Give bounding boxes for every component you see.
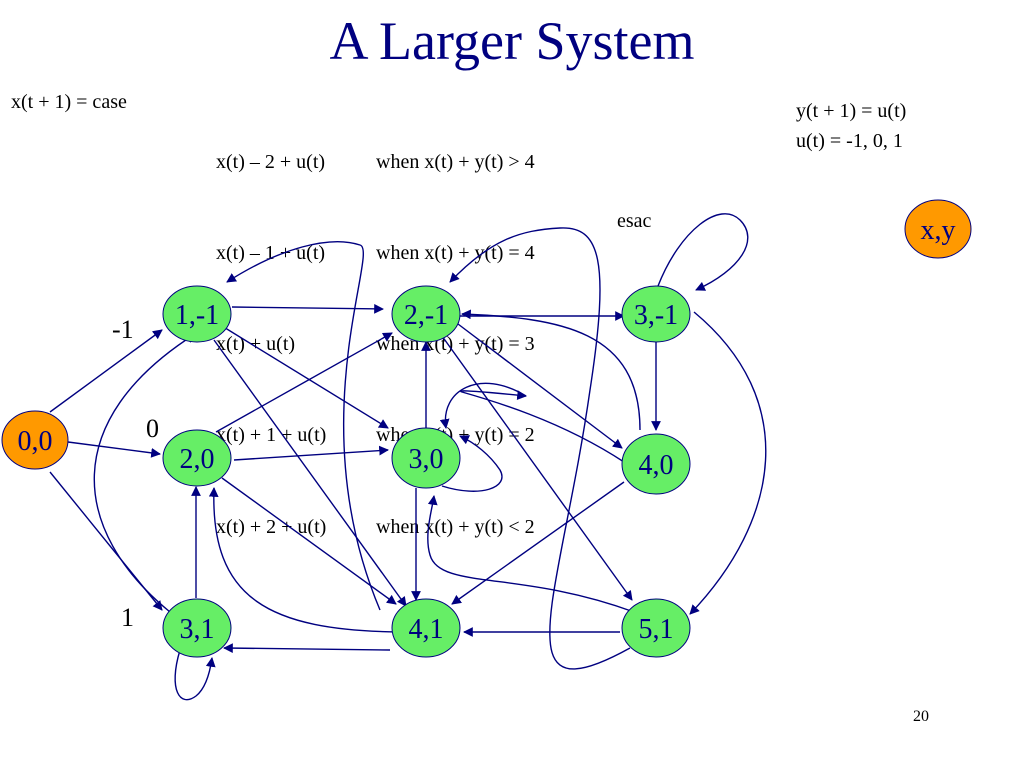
legend-node-label: x,y xyxy=(921,215,956,246)
node-2-0-label: 2,0 xyxy=(180,444,215,475)
case-cond-1: when x(t) + y(t) > 4 xyxy=(376,150,535,173)
node-4-0-label: 4,0 xyxy=(639,450,674,481)
edge-40-2m1 xyxy=(460,390,625,463)
edge-31-1m1 xyxy=(93,333,196,613)
case-lhs: x(t + 1) = case xyxy=(11,91,127,113)
edge-00-1m1 xyxy=(49,329,163,413)
edge-40-41 xyxy=(451,481,625,605)
edge-3m1-51 xyxy=(689,311,767,615)
node-3-0-label: 3,0 xyxy=(409,444,444,475)
edge-1m1-30 xyxy=(221,325,389,429)
node-1-m1: 1,-1 xyxy=(162,285,232,343)
edge-2m1-30 xyxy=(439,382,527,429)
case-expr-4: x(t) + 1 + u(t) xyxy=(216,424,327,447)
node-3-1: 3,1 xyxy=(162,598,232,658)
node-4-1-label: 4,1 xyxy=(409,614,444,645)
edge-41-31 xyxy=(223,643,391,654)
case-expressions: x(t) – 2 + u(t) x(t) – 1 + u(t) x(t) + u… xyxy=(216,86,326,573)
edge-3m1-2m1 xyxy=(461,309,641,431)
case-expr-1: x(t) – 2 + u(t) xyxy=(216,150,326,173)
edge-20-30 xyxy=(233,445,389,461)
node-4-0: 4,0 xyxy=(621,433,691,495)
node-2-0: 2,0 xyxy=(162,429,232,487)
row-label-middle: 0 xyxy=(146,414,159,443)
edge-41-20 xyxy=(208,487,399,633)
edge-00-20 xyxy=(67,441,161,458)
edge-2m1-40 xyxy=(457,323,623,449)
edge-41-1m1 xyxy=(226,241,381,611)
slide-title: A Larger System xyxy=(329,11,695,71)
side-equations: y(t + 1) = u(t) u(t) = -1, 0, 1 xyxy=(796,96,906,156)
u-domain: u(t) = -1, 0, 1 xyxy=(796,130,903,152)
node-2-m1: 2,-1 xyxy=(391,285,461,343)
node-2-m1-label: 2,-1 xyxy=(404,300,448,331)
case-expr-3: x(t) + u(t) xyxy=(216,333,296,356)
y-update-equation: y(t + 1) = u(t) xyxy=(796,100,907,122)
row-label-bottom: 1 xyxy=(121,603,134,632)
node-3-0: 3,0 xyxy=(391,427,461,489)
edge-1m1-2m1 xyxy=(231,303,384,314)
case-cond-2: when x(t) + y(t) = 4 xyxy=(376,242,535,265)
node-5-1-label: 5,1 xyxy=(639,614,674,645)
node-4-1: 4,1 xyxy=(391,598,461,658)
edge-3m1-self xyxy=(657,213,749,291)
case-end: esac xyxy=(617,210,652,232)
edges xyxy=(49,213,767,701)
node-0-0-label: 0,0 xyxy=(18,426,53,457)
edge-31-self xyxy=(174,649,216,701)
edge-20-2m1 xyxy=(215,332,393,433)
node-3-m1-label: 3,-1 xyxy=(634,300,678,331)
node-3-m1: 3,-1 xyxy=(621,285,691,343)
node-3-1-label: 3,1 xyxy=(180,614,215,645)
row-label-top: -1 xyxy=(112,315,134,344)
node-1-m1-label: 1,-1 xyxy=(175,300,219,331)
case-cond-5: when x(t) + y(t) < 2 xyxy=(376,515,535,538)
edge-30-self xyxy=(441,435,503,492)
case-expr-5: x(t) + 2 + u(t) xyxy=(216,515,327,538)
edge-51-30 xyxy=(427,495,635,613)
slide-number: 20 xyxy=(913,708,929,725)
edge-2m1-51 xyxy=(441,335,633,601)
legend-node: x,y xyxy=(904,199,972,259)
node-5-1: 5,1 xyxy=(621,598,691,658)
edge-51-2m1 xyxy=(449,227,631,670)
edge-1m1-41 xyxy=(213,339,407,607)
edge-20-41 xyxy=(221,477,397,605)
node-0-0: 0,0 xyxy=(1,410,69,470)
